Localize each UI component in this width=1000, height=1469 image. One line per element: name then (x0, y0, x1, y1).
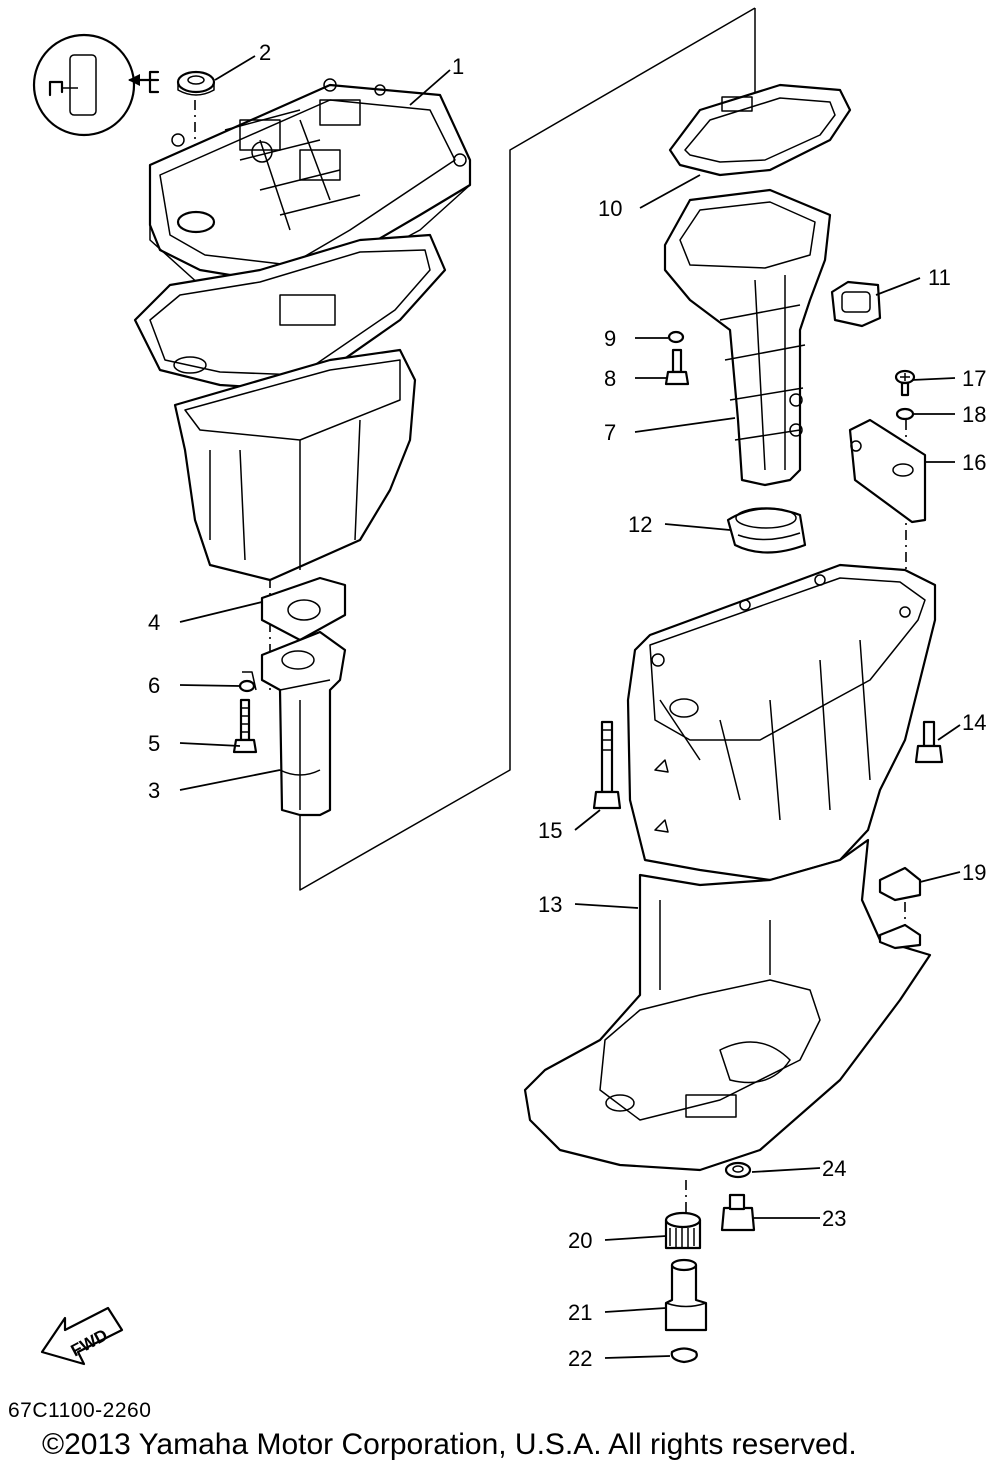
part-9-washer (667, 330, 685, 344)
callout-9: 9 (604, 326, 616, 351)
leader-lines (179, 55, 961, 1359)
part-15-bolt (592, 720, 622, 810)
oil-pan (173, 348, 417, 582)
callout-13: 13 (538, 892, 562, 917)
callout-7: 7 (604, 420, 616, 445)
callout-12: 12 (628, 512, 652, 537)
part-11-grommet (830, 280, 882, 328)
callout-24: 24 (822, 1156, 846, 1181)
callout-2: 2 (259, 40, 271, 65)
part-13-upper-casing (626, 563, 937, 882)
upper-gasket (133, 233, 447, 392)
part-5-bolt (232, 698, 258, 754)
part-22-circlip (670, 1347, 698, 1364)
callout-15: 15 (538, 818, 562, 843)
callout-22: 22 (568, 1346, 592, 1371)
callout-14: 14 (962, 710, 986, 735)
callout-6: 6 (148, 673, 160, 698)
callout-19: 19 (962, 860, 986, 885)
part-7-exhaust-manifold (663, 188, 832, 487)
part-18-washer (895, 407, 915, 421)
part-14-bolt (914, 720, 944, 764)
part-12-seal (726, 507, 807, 554)
callout-16: 16 (962, 450, 986, 475)
callout-20: 20 (568, 1228, 592, 1253)
part-2-washer (176, 70, 216, 96)
part-17-screw (894, 369, 916, 397)
part-3-pipe (260, 630, 347, 817)
part-23-bolt (720, 1193, 756, 1232)
part-24-washer (724, 1161, 752, 1179)
part-21-sleeve (664, 1258, 708, 1332)
part-4-gasket (260, 576, 347, 642)
callout-23: 23 (822, 1206, 846, 1231)
part-8-bolt (664, 348, 690, 386)
callout-11: 11 (928, 265, 951, 290)
part-19-anode (878, 866, 922, 950)
callout-21: 21 (568, 1300, 592, 1325)
part-16-plate (848, 418, 927, 524)
callout-1: 1 (452, 54, 464, 79)
part-6-washer (238, 671, 257, 693)
diagram-part-code: 67C1100-2260 (8, 1399, 152, 1422)
callout-3: 3 (148, 778, 160, 803)
part-20-bushing (664, 1211, 702, 1250)
lower-casing-plate (523, 838, 932, 1172)
part-10-gasket (668, 83, 852, 177)
callout-5: 5 (148, 731, 160, 756)
callout-18: 18 (962, 402, 986, 427)
forward-direction-arrow: FWD (40, 1306, 124, 1366)
copyright-notice: ©2013 Yamaha Motor Corporation, U.S.A. A… (42, 1428, 857, 1461)
callout-8: 8 (604, 366, 616, 391)
callout-10: 10 (598, 196, 622, 221)
callout-4: 4 (148, 610, 160, 635)
callout-17: 17 (962, 366, 986, 391)
callout-numbers: 1 2 3 4 5 6 7 8 9 10 11 12 13 14 15 16 1… (148, 40, 986, 1371)
lubricant-detail-circle (32, 33, 160, 137)
